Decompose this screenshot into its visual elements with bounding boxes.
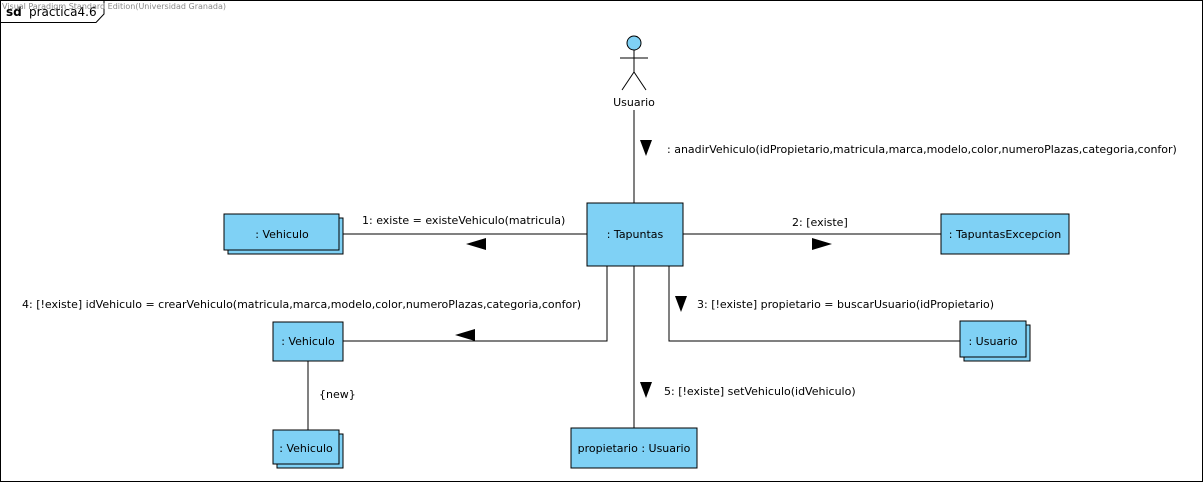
object-propietario[interactable]: propietario : Usuario: [570, 427, 698, 469]
message-crear-vehiculo: 4: [!existe] idVehiculo = crearVehiculo(…: [22, 298, 581, 311]
actor-head-icon: [626, 35, 642, 51]
frame-keyword: sd: [6, 5, 22, 19]
message-set-vehiculo: 5: [!existe] setVehiculo(idVehiculo): [664, 385, 856, 398]
object-tapuntas-excepcion[interactable]: : TapuntasExcepcion: [940, 213, 1070, 255]
message-existe-vehiculo: 1: existe = existeVehiculo(matricula): [362, 214, 565, 227]
message-arrow-left-icon: [455, 329, 475, 341]
object-label: : Vehiculo: [281, 335, 335, 348]
object-label: : Usuario: [968, 335, 1017, 348]
frame-name: practica4.6: [29, 5, 97, 19]
constraint-new: {new}: [319, 388, 356, 401]
message-existe-excepcion: 2: [existe]: [792, 216, 848, 229]
object-label: propietario : Usuario: [578, 442, 691, 455]
frame-label-box: [0, 0, 105, 23]
message-arrow-left-icon: [466, 238, 486, 250]
object-label: : Vehiculo: [255, 228, 309, 241]
object-usuario-multi[interactable]: : Usuario: [959, 320, 1031, 362]
message-arrow-down-icon: [640, 382, 652, 398]
link-tapuntas-vehiculo: [343, 266, 608, 342]
object-label: : Vehiculo: [279, 442, 333, 455]
watermark: Visual Paradigm Standard Edition(Univers…: [2, 2, 226, 11]
object-label: : TapuntasExcepcion: [949, 228, 1061, 241]
object-vehiculo-new[interactable]: : Vehiculo: [272, 429, 344, 469]
object-tapuntas[interactable]: : Tapuntas: [586, 202, 684, 267]
object-vehiculo-multi[interactable]: : Vehiculo: [223, 213, 344, 255]
object-label: : Tapuntas: [607, 228, 664, 241]
message-arrow-down-icon: [675, 296, 687, 312]
message-anadir-vehiculo: : anadirVehiculo(idPropietario,matricula…: [667, 143, 1177, 156]
object-vehiculo[interactable]: : Vehiculo: [272, 321, 344, 362]
message-arrow-right-icon: [812, 238, 832, 250]
message-arrow-down-icon: [640, 140, 652, 156]
actor-usuario[interactable]: Usuario: [613, 35, 655, 109]
message-buscar-usuario: 3: [!existe] propietario = buscarUsuario…: [697, 298, 994, 311]
actor-label: Usuario: [613, 96, 655, 109]
link-tapuntas-usuarios: [668, 266, 960, 342]
